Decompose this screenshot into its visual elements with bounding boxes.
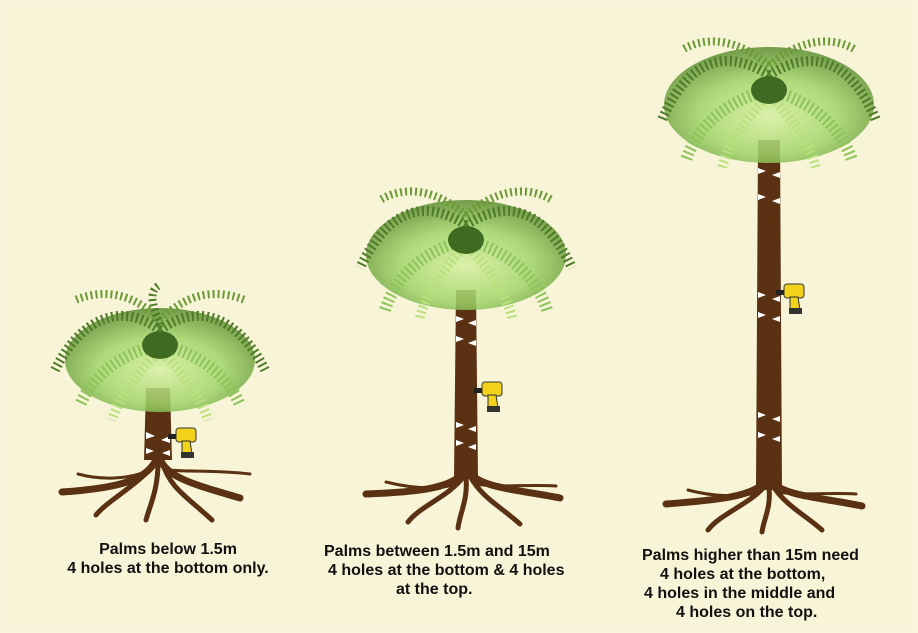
palm-small-crown (55, 285, 265, 420)
caption-line: 4 holes on the top. (638, 603, 910, 622)
caption-small-palm: Palms below 1.5m 4 holes at the bottom o… (48, 540, 288, 578)
caption-line: 4 holes in the middle and (638, 584, 910, 603)
caption-line: Palms higher than 15m need (638, 546, 910, 565)
caption-line: Palms below 1.5m (48, 540, 288, 559)
palm-medium-roots (366, 470, 560, 528)
palm-small (55, 285, 265, 520)
caption-line: 4 holes at the bottom & 4 holes (318, 561, 618, 580)
caption-line: 4 holes at the bottom only. (48, 559, 288, 578)
palm-small-roots (62, 455, 250, 520)
palm-medium (360, 191, 572, 528)
palm-tall-crown (662, 41, 876, 168)
caption-tall-palm: Palms higher than 15m need 4 holes at th… (638, 546, 910, 622)
drill-icon (474, 382, 502, 412)
caption-line: at the top. (318, 580, 618, 599)
caption-line: Palms between 1.5m and 15m (318, 542, 618, 561)
drill-icon (168, 428, 196, 458)
caption-medium-palm: Palms between 1.5m and 15m 4 holes at th… (318, 542, 618, 599)
palm-tall (662, 41, 876, 532)
caption-line: 4 holes at the bottom, (638, 565, 910, 584)
palm-medium-crown (360, 191, 572, 318)
